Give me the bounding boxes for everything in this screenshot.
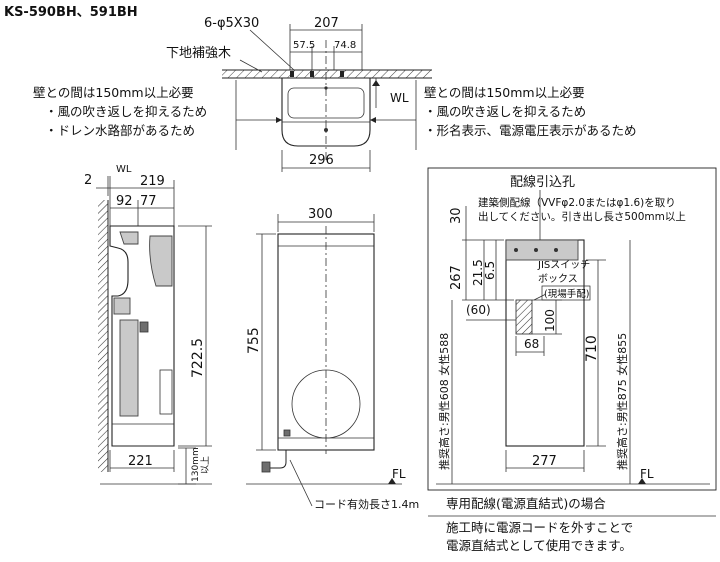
note-right: 壁との間は150mm以上必要 ・風の吹き返しを抑えるため ・形名表示、電源電圧表… [424,85,637,138]
side-view: 2 WL 219 92 77 722.5 221 130mm 以 [84,164,212,485]
dim-219: 219 [140,174,165,189]
dim-296: 296 [309,153,334,168]
dim-77: 77 [140,194,157,209]
switch-box [515,299,533,335]
dim-277: 277 [532,454,557,469]
dim-221: 221 [128,454,153,469]
recommended-height-right: 推奨高さ:男性875 女性855 [615,333,629,470]
note-right-line2: ・風の吹き返しを抑えるため [424,104,586,119]
footer-line-2: 電源直結式として使用できます。 [446,538,632,553]
front-view: 300 755 コード有効長さ1.4m FL [246,207,419,511]
reinforcement-wood [222,70,432,78]
dim-92: 92 [116,194,133,209]
wiring-frame [427,167,717,491]
switch-box-label-1: JISスイッチ [537,259,590,271]
front-fl: FL [392,467,406,481]
dim-130mm: 130mm [191,447,201,482]
note-left-line3: ・ドレン水路部があるため [45,123,195,138]
site-label: (現場手配) [544,288,589,300]
note-right-line3: ・形名表示、電源電圧表示があるため [424,123,637,138]
cord-length: コード有効長さ1.4m [314,497,419,511]
note-right-line1: 壁との間は150mm以上必要 [424,85,585,100]
wiring-note-2: 出してください。引き出し長さ500mm以上 [478,210,686,223]
footer-title: 専用配線(電源直結式)の場合 [446,496,606,511]
wiring-fl: FL [640,467,654,481]
dim-300: 300 [308,207,333,222]
wiring-view: 配線引込孔 建築側配線（VVFφ2.0またはφ1.6)を取り 出してください。引… [427,167,717,553]
dim-60: (60) [466,303,491,317]
note-left-line2: ・風の吹き返しを抑えるため [45,104,207,119]
dim-100: 100 [543,309,557,332]
wiring-title: 配線引込孔 [510,174,575,190]
side-wl: WL [116,164,132,175]
dim-57-5: 57.5 [293,40,315,51]
recommended-height-left: 推奨高さ:男性608 女性588 [437,333,451,470]
dim-755: 755 [246,327,262,354]
dim-710: 710 [584,335,600,362]
top-view: 207 57.5 74.8 6-φ5X30 下地補強木 WL 296 [166,16,432,172]
dim-21-5: 21.5 [471,259,485,286]
dim-30: 30 [449,207,464,224]
wiring-note-1: 建築側配線（VVFφ2.0またはφ1.6)を取り [478,196,676,209]
dim-74-8: 74.8 [334,40,356,51]
dim-267: 267 [449,265,464,290]
model-title: KS-590BH、591BH [4,5,138,20]
footer-line-1: 施工時に電源コードを外すことで [446,520,633,535]
dim-6-5: 6.5 [483,261,497,280]
top-wl: WL [390,91,409,105]
dim-68: 68 [524,337,539,351]
label-reinforcement: 下地補強木 [166,46,231,61]
dim-722-5: 722.5 [190,338,206,378]
dim-207: 207 [314,16,339,31]
note-left: 壁との間は150mm以上必要 ・風の吹き返しを抑えるため ・ドレン水路部があるた… [33,85,207,138]
dim-2: 2 [84,173,92,188]
dim-130mm-ijou: 以上 [200,456,211,474]
switch-box-label-2: ボックス [538,273,578,285]
dim-holes: 6-φ5X30 [204,16,259,31]
note-left-line1: 壁との間は150mm以上必要 [33,85,194,100]
